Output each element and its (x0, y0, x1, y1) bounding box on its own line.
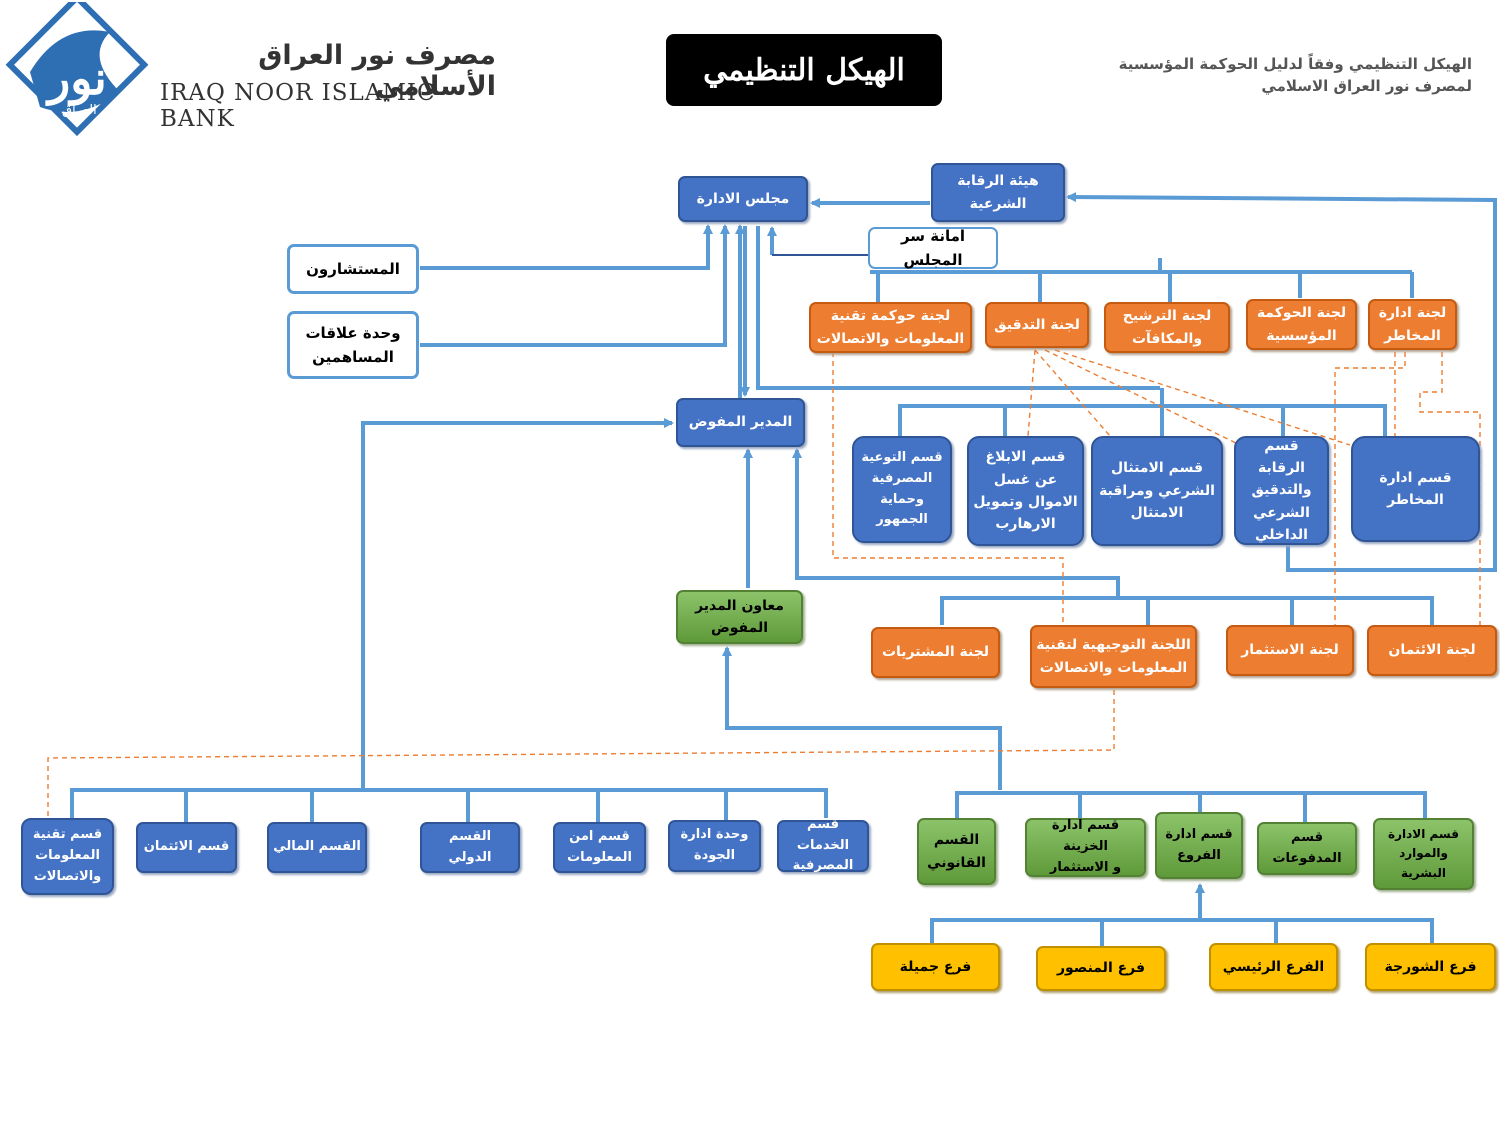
board-of-directors-box: مجلس الادارة (678, 176, 808, 222)
committee-nomination-box: لجنة الترشيح والمكافآت (1104, 302, 1230, 353)
dept-aml-box: قسم الابلاغ عن غسل الاموال وتمويل الارها… (967, 436, 1084, 546)
dashed-risk-committee-to-credit (1419, 352, 1481, 625)
dept-international-box: القسم الدولي (420, 822, 520, 873)
ceo-box: المدير المفوض (676, 398, 805, 447)
dept-credit-box: قسم الائتمان (136, 822, 237, 873)
dept-banking-services-box: قسم الخدمات المصرفية (777, 817, 869, 873)
page-title: الهيكل التنظيمي (666, 34, 942, 106)
committee-procurement-box: لجنة المشتريات (871, 627, 1000, 678)
connector-committee-bus (870, 258, 1414, 302)
branch-jamila-box: فرع جميلة (871, 943, 1000, 991)
board-secretary-box: امانة سر المجلس (868, 227, 998, 269)
connector-risk-dept-to-sharia (1066, 192, 1497, 572)
connector-committees-to-board (756, 226, 1160, 390)
committee-audit-box: لجنة التدقيق (985, 302, 1089, 348)
dept-it-box: قسم تقنية المعلومات والاتصالات (21, 818, 114, 895)
connector-right-depts-to-deputy (722, 646, 1002, 790)
subtitle-line-2: لمصرف نور العراق الاسلامي (1261, 76, 1472, 95)
dept-internal-audit-box: قسم الرقابة والتدقيق الشرعي الداخلي (1234, 436, 1329, 545)
shareholder-relations-box: وحدة علاقات المساهمين (287, 311, 419, 379)
connector-mgmt-committee-bus (940, 596, 1434, 625)
committee-investment-box: لجنة الاستثمار (1226, 625, 1354, 676)
dept-compliance-box: قسم الامتثال الشرعي ومراقبة الامتثال (1091, 436, 1223, 546)
connector-shareholders-to-board (420, 224, 730, 347)
dept-banking-awareness-box: قسم التوعية المصرفية وحماية الجمهور (852, 436, 952, 543)
unit-quality-box: وحدة ادارة الجودة (668, 820, 761, 872)
sharia-board-box: هيئة الرقابة الشرعية (931, 163, 1065, 222)
dept-info-security-box: قسم امن المعلومات (553, 822, 646, 873)
branch-main-box: الفرع الرئيسي (1209, 943, 1338, 991)
committee-credit-box: لجنة الائتمان (1367, 625, 1497, 676)
connector-left-depts-to-ceo (361, 418, 674, 790)
dept-payments-box: قسم المدفوعات (1257, 822, 1357, 875)
bank-name-english: IRAQ NOOR ISLAMIC BANK (160, 80, 436, 132)
bank-name-arabic: مصرف نور العراق الأسلامي (258, 40, 496, 102)
page-subtitle: الهيكل التنظيمي وفقاً لدليل الحوكمة المؤ… (1110, 54, 1472, 98)
committee-it-steering-box: اللجنة التوجيهية لتقنية المعلومات والاتص… (1030, 625, 1197, 688)
connector-right-dept-bus (955, 791, 1427, 822)
committee-corporate-governance-box: لجنة الحوكمة المؤسسية (1246, 299, 1357, 350)
branch-mansour-box: فرع المنصور (1036, 946, 1166, 991)
connector-mgmt-committees-to-ceo (792, 448, 1120, 598)
dept-legal-box: القسم القانوني (917, 818, 996, 885)
dashed-audit-to-risk-dept (1054, 349, 1351, 446)
advisors-box: المستشارون (287, 244, 419, 294)
svg-text:ﻧﻮﺭ: ﻧﻮﺭ (45, 51, 107, 106)
committee-risk-box: لجنة ادارة المخاطر (1368, 299, 1457, 350)
deputy-ceo-box: معاون المدير المفوض (676, 590, 803, 644)
committee-it-governance-box: لجنة حوكمة تقنية المعلومات والاتصالات (809, 302, 972, 353)
dashed-it-governance-to-steering (832, 352, 1064, 625)
connector-department-bus (898, 388, 1387, 436)
branch-sharjah-box: فرع الشورجة (1365, 943, 1496, 991)
svg-text:العراق: العراق (62, 103, 97, 118)
connector-advisors-to-board (420, 224, 713, 270)
dept-risk-management-box: قسم ادارة المخاطر (1351, 436, 1480, 542)
dashed-steering-to-it-dept (47, 690, 1115, 820)
bank-logo: ﻧﻮﺭ العراق (5, 2, 149, 137)
dashed-audit-to-internal-audit (1044, 349, 1241, 446)
dept-finance-box: القسم المالي (267, 822, 367, 873)
connector-branch-bus (930, 918, 1434, 946)
dashed-audit-to-aml (1027, 349, 1036, 437)
subtitle-line-1: الهيكل التنظيمي وفقاً لدليل الحوكمة المؤ… (1118, 55, 1472, 73)
dept-treasury-box: قسم ادارة الخزينة و الاستثمار (1025, 818, 1146, 877)
dashed-audit-to-compliance (1034, 349, 1111, 437)
dept-hr-box: قسم الادارة والموارد البشرية (1373, 818, 1474, 890)
dept-branches-box: قسم ادارة الفروع (1155, 812, 1243, 879)
connector-left-dept-bus (70, 788, 828, 822)
